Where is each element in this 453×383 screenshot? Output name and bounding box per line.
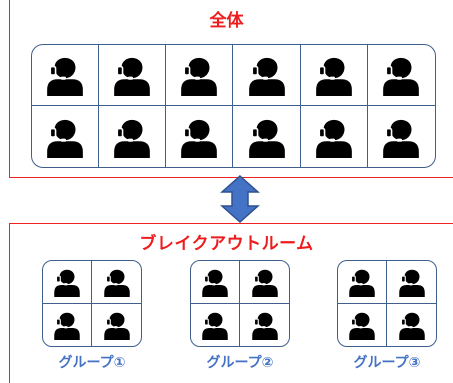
group-3-participant-cell bbox=[338, 261, 387, 304]
headset-operator-icon bbox=[349, 310, 375, 340]
all-participant-cell bbox=[166, 106, 234, 167]
headset-operator-icon bbox=[114, 55, 151, 96]
group-2-participant-cell bbox=[240, 304, 289, 347]
group-1-grid bbox=[42, 260, 142, 347]
headset-operator-icon bbox=[248, 116, 285, 158]
group-1-participant-cell bbox=[43, 261, 92, 304]
group-1-label: グループ① bbox=[58, 355, 126, 371]
breakout-rooms-frame bbox=[9, 223, 453, 383]
headset-operator-icon bbox=[103, 267, 130, 297]
group-2-grid bbox=[190, 260, 290, 347]
headset-operator-icon bbox=[47, 116, 83, 158]
all-participant-cell bbox=[233, 106, 301, 167]
headset-operator-icon bbox=[248, 55, 285, 96]
headset-operator-icon bbox=[383, 116, 420, 158]
headset-operator-icon bbox=[181, 116, 218, 158]
headset-operator-icon bbox=[181, 55, 218, 96]
all-participant-cell bbox=[368, 106, 435, 167]
headset-operator-icon bbox=[383, 55, 420, 96]
all-participant-cell bbox=[32, 106, 100, 167]
group-3-participant-cell bbox=[338, 303, 387, 346]
all-participant-cell bbox=[99, 45, 167, 106]
double-arrow-icon bbox=[220, 175, 260, 223]
headset-operator-icon bbox=[54, 267, 80, 297]
all-participant-cell bbox=[166, 45, 234, 106]
headset-operator-icon bbox=[398, 310, 425, 340]
all-participant-cell bbox=[233, 45, 301, 106]
headset-operator-icon bbox=[315, 116, 352, 158]
all-participant-cell bbox=[301, 106, 368, 167]
group-1-participant-cell bbox=[92, 304, 141, 347]
breakout-rooms-title: ブレイクアウトルーム bbox=[139, 234, 314, 254]
headset-operator-icon bbox=[202, 310, 228, 340]
headset-operator-icon bbox=[398, 267, 425, 297]
headset-operator-icon bbox=[47, 55, 83, 96]
all-participants-frame bbox=[9, 0, 453, 178]
headset-operator-icon bbox=[315, 55, 352, 96]
group-2-participant-cell bbox=[191, 303, 240, 346]
headset-operator-icon bbox=[251, 310, 278, 340]
headset-operator-icon bbox=[251, 267, 278, 297]
all-participant-cell bbox=[300, 45, 368, 106]
all-participant-cell bbox=[99, 106, 167, 167]
all-participants-grid bbox=[31, 44, 436, 168]
group-1-participant-cell bbox=[92, 261, 141, 304]
group-3-participant-cell bbox=[387, 261, 436, 304]
group-3-label: グループ③ bbox=[353, 355, 421, 371]
all-participants-title: 全体 bbox=[209, 11, 244, 31]
group-3-grid bbox=[337, 260, 437, 347]
group-2-label: グループ② bbox=[206, 355, 274, 371]
headset-operator-icon bbox=[349, 267, 375, 297]
all-participant-cell bbox=[32, 45, 100, 106]
headset-operator-icon bbox=[54, 310, 80, 340]
headset-operator-icon bbox=[103, 310, 130, 340]
headset-operator-icon bbox=[202, 267, 228, 297]
group-2-participant-cell bbox=[191, 261, 240, 304]
group-2-participant-cell bbox=[240, 261, 289, 304]
all-participant-cell bbox=[367, 45, 435, 106]
headset-operator-icon bbox=[114, 116, 151, 158]
group-1-participant-cell bbox=[43, 303, 92, 346]
group-3-participant-cell bbox=[387, 304, 436, 347]
